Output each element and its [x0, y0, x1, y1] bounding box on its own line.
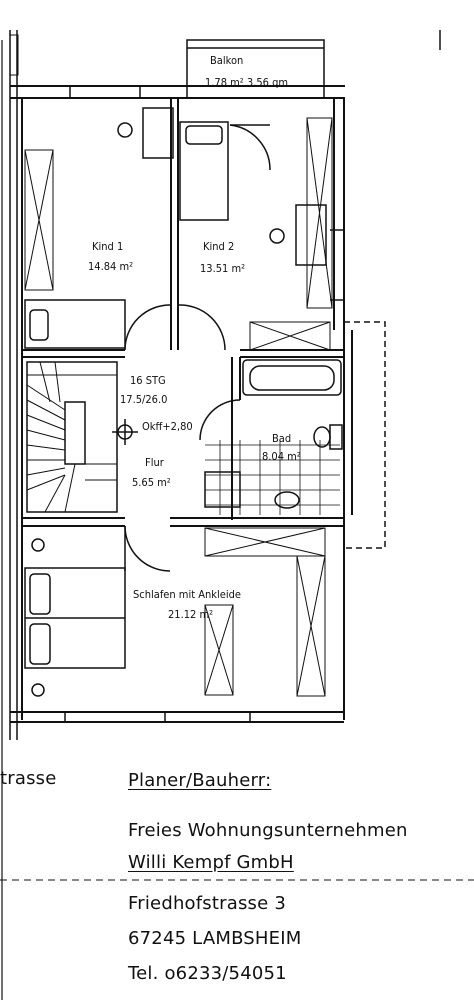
bad-label: Bad [272, 432, 291, 445]
titleblock-line4: 67245 LAMBSHEIM [128, 928, 302, 949]
street-fragment: trasse [0, 768, 57, 789]
schlafen-label: Schlafen mit Ankleide [133, 588, 241, 601]
kind2-area: 13.51 m² [200, 262, 245, 275]
balkon-label: Balkon [210, 54, 243, 67]
kind1-area: 14.84 m² [88, 260, 133, 273]
flur-label: Flur [145, 456, 165, 469]
kind1-label: Kind 1 [92, 240, 123, 253]
flur-area: 5.65 m² [132, 476, 171, 489]
titleblock-heading: Planer/Bauherr: [128, 770, 272, 791]
schlafen-area: 21.12 m² [168, 608, 213, 621]
level-label: Okff+2,80 [142, 420, 193, 433]
titleblock-line3: Friedhofstrasse 3 [128, 893, 286, 914]
balkon-area: 1.78 m² 3.56 qm [205, 76, 288, 89]
bad-area: 8.04 m² [262, 450, 301, 463]
titleblock-line2: Willi Kempf GmbH [128, 852, 294, 873]
stair-ratio: 17.5/26.0 [120, 393, 167, 406]
stair-label: 16 STG [130, 374, 166, 387]
titleblock-line5: Tel. o6233/54051 [128, 963, 287, 984]
titleblock-line1: Freies Wohnungsunternehmen [128, 820, 408, 841]
kind2-label: Kind 2 [203, 240, 234, 253]
